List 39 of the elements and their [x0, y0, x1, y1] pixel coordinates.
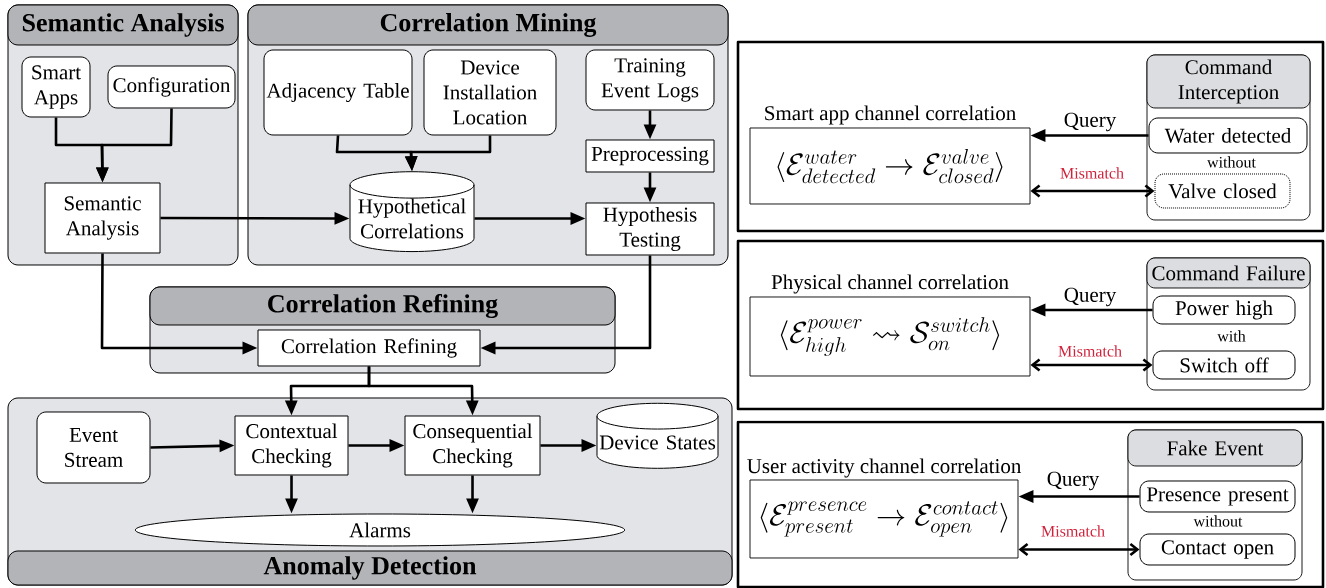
process-box: Hypothesis Testing: [585, 202, 715, 256]
process-box: Consequential Checking: [404, 415, 541, 476]
process-box: Semantic Analysis: [44, 182, 161, 254]
edge-label: Mismatch: [1059, 166, 1125, 180]
database-cylinder: Device States: [596, 402, 719, 469]
connector-word: without: [1193, 515, 1243, 527]
edge-label: Query: [1045, 470, 1101, 492]
rounded-box: Valve closed: [1154, 173, 1291, 209]
rounded-box: Configuration: [107, 65, 236, 109]
rounded-box: Device Installation Location: [423, 49, 557, 136]
edge-label: Mismatch: [1040, 524, 1106, 538]
node-label: Physical channel correlation: [771, 274, 1009, 294]
database-cylinder: Hypothetical Correlations: [349, 171, 475, 253]
rounded-box: Contact open: [1139, 533, 1296, 566]
ellipse-box: Alarms: [134, 513, 626, 547]
rounded-box: Smart Apps: [21, 56, 91, 118]
arrow: [1030, 184, 1155, 198]
rounded-box: Event Stream: [36, 411, 151, 484]
edge-label: Mismatch: [1057, 344, 1123, 358]
formula-box: Smart app channel correlation $\langle \mathcal{E}^{water}_{detected} \rightarrow \mathcal{E}^{valve}_{closed} \rangle$: [749, 105, 1031, 205]
rounded-box: Water detected: [1148, 117, 1308, 154]
process-box: Correlation Refining: [257, 329, 481, 367]
rounded-box: Power high: [1152, 295, 1296, 325]
process-box: Preprocessing: [585, 139, 715, 173]
rounded-box: Training Event Logs: [585, 49, 715, 111]
arrow: [1018, 542, 1140, 556]
rounded-box: Adjacency Table: [263, 49, 413, 136]
connector-word: with: [1217, 330, 1246, 342]
connector-word: without: [1207, 156, 1256, 168]
formula-box: User activity channel correlation $\langle \mathcal{E}^{presence}_{present} \rightarrow \mathcal{E}^{contact}_{open} \rangle$: [747, 458, 1022, 559]
node-label: Smart app channel correlation: [765, 105, 1016, 125]
edge-label: Query: [1062, 286, 1118, 308]
arrow: [1030, 358, 1153, 372]
edge-label: Query: [1062, 111, 1118, 133]
node-label: User activity channel correlation: [747, 458, 1022, 478]
rounded-box: Presence present: [1139, 480, 1296, 513]
formula-box: Physical channel correlation $\langle \mathcal{E}^{power}_{high} \rightsquigarrow \mathcal{S}^{switch}_{on} \rangle$: [749, 274, 1031, 377]
process-box: Contextual Checking: [234, 415, 349, 476]
rounded-box: Switch off: [1152, 350, 1296, 380]
